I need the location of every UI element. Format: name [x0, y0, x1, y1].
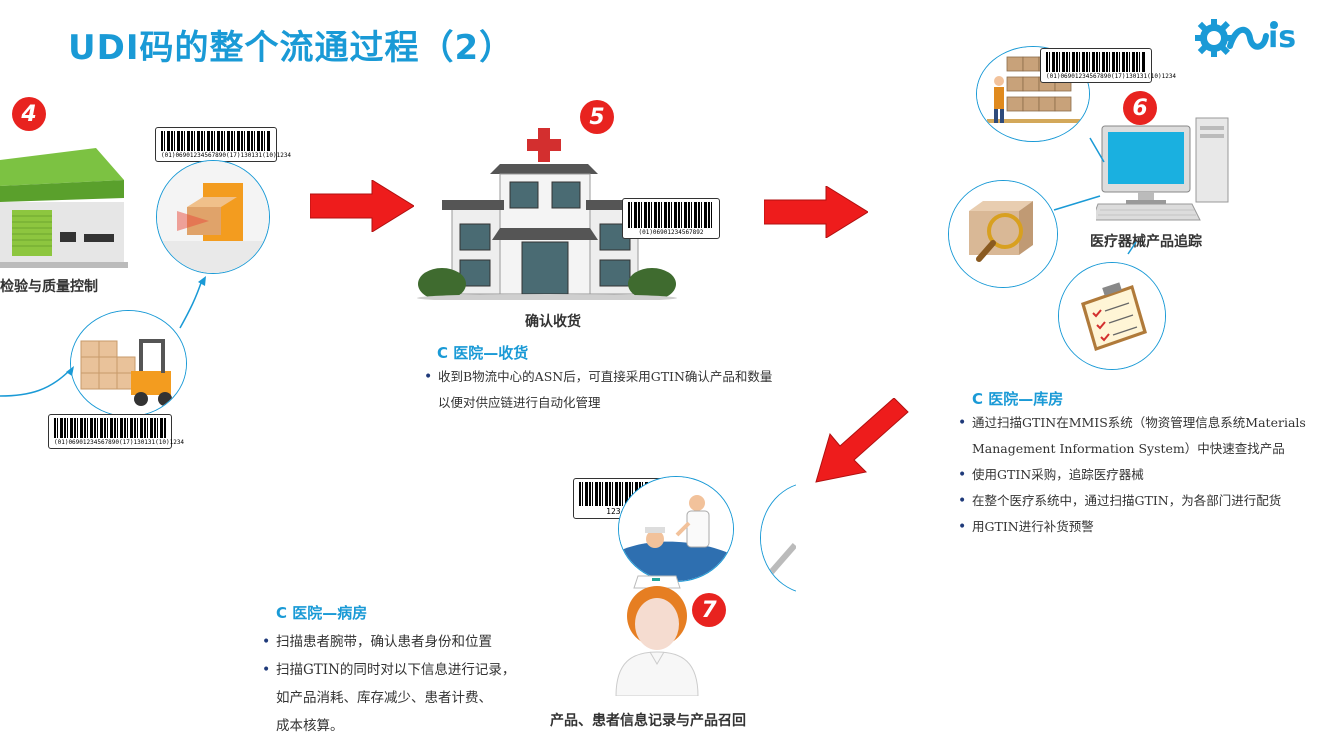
scanning-circle: [156, 160, 270, 274]
step-6-section-title: C 医院—库房: [972, 390, 1064, 408]
barcode-bars-icon: [1046, 52, 1146, 72]
clipboard-circle: [1058, 262, 1166, 370]
step-5-label: 确认收货: [525, 314, 581, 330]
step-4-barcode-bottom: (01)06901234567890(17)130131(10)1234: [48, 414, 185, 449]
gear-logo-icon: [1195, 19, 1278, 57]
forklift-icon: [71, 311, 186, 416]
warehouse-illustration: [0, 148, 128, 268]
step-6-bullets: 通过扫描GTIN在MMIS系统（物资管理信息系统Materials Manage…: [958, 410, 1328, 540]
barcode-number: (01)06901234567890(17)130131(10)1234: [1046, 73, 1177, 80]
step-4-label: 检验与质量控制: [0, 279, 98, 295]
step-6-connectors: [1053, 137, 1137, 255]
barcode-number: (01)06901234567890(17)130131(10)1234: [54, 439, 185, 446]
step-6-label: 医疗器械产品追踪: [1090, 234, 1202, 250]
flow-arrow-right-1: [310, 180, 414, 232]
barcode-number: (01)06901234567892: [638, 229, 704, 236]
logo-text: is: [1268, 20, 1297, 55]
computer-illustration: [1096, 117, 1229, 221]
bullet-item: 收到B物流中心的ASN后，可直接采用GTIN确认产品和数量: [424, 364, 804, 390]
step-6-badge: 6: [1123, 91, 1157, 125]
step-4-connectors: [0, 276, 206, 397]
forklift-circle: [70, 310, 187, 417]
bullet-item: 扫描GTIN的同时对以下信息进行记录，: [262, 656, 562, 684]
flow-arrow-right-2: [764, 186, 868, 238]
barcode-number: (01)06901234567890(17)130131(10)1234: [161, 152, 292, 159]
step-5-badge: 5: [580, 100, 614, 134]
search-box-icon: [949, 181, 1057, 287]
bullet-item: 扫描患者腕带，确认患者身份和位置: [262, 628, 562, 656]
step-7-section-title: C 医院—病房: [276, 604, 368, 622]
box-scan-icon: [157, 161, 269, 273]
hospital-illustration: [417, 128, 677, 300]
bullet-item-continuation: Management Information System）中快速查找产品: [972, 441, 1285, 456]
bullet-item: 在整个医疗系统中，通过扫描GTIN，为各部门进行配货: [958, 488, 1328, 514]
bullet-item-continuation: 成本核算。: [276, 718, 344, 734]
barcode-bars-icon: [628, 202, 714, 228]
nurse-illustration: [615, 575, 699, 696]
step-7-label: 产品、患者信息记录与产品召回: [550, 713, 746, 729]
step-5-section-title: C 医院—收货: [437, 344, 529, 362]
barcode-bars-icon: [54, 418, 166, 438]
step-4-barcode-top: (01)06901234567890(17)130131(10)1234: [155, 127, 292, 162]
step-5-barcode: (01)06901234567892: [622, 198, 720, 239]
syringe-circle-partial: [760, 482, 796, 594]
bullet-item: 以便对供应链进行自动化管理: [438, 395, 601, 410]
clipboard-checklist-icon: [1059, 263, 1165, 369]
step-7-bullets: 扫描患者腕带，确认患者身份和位置 扫描GTIN的同时对以下信息进行记录， 如产品…: [262, 628, 562, 740]
magnifier-circle: [948, 180, 1058, 288]
step-7-badge: 7: [692, 593, 726, 627]
bullet-item: 用GTIN进行补货预警: [958, 514, 1328, 540]
step-5-bullets: 收到B物流中心的ASN后，可直接采用GTIN确认产品和数量 以便对供应链进行自动…: [424, 364, 804, 416]
bullet-item: 使用GTIN采购，追踪医疗器械: [958, 462, 1328, 488]
page-title: UDI码的整个流通过程（2）: [68, 28, 515, 68]
bullet-item-continuation: 如产品消耗、库存减少、患者计费、: [276, 690, 492, 706]
barcode-bars-icon: [161, 131, 271, 151]
flow-arrow-down-left: [815, 398, 909, 483]
company-logo: is: [1192, 16, 1308, 60]
bullet-item: 通过扫描GTIN在MMIS系统（物资管理信息系统Materials: [958, 410, 1328, 436]
patient-doctor-icon: [619, 477, 733, 581]
syringe-icon: [761, 483, 796, 593]
step-6-barcode: (01)06901234567890(17)130131(10)1234: [1040, 48, 1177, 83]
patient-bed-circle: [618, 476, 734, 582]
step-4-badge: 4: [12, 97, 46, 131]
